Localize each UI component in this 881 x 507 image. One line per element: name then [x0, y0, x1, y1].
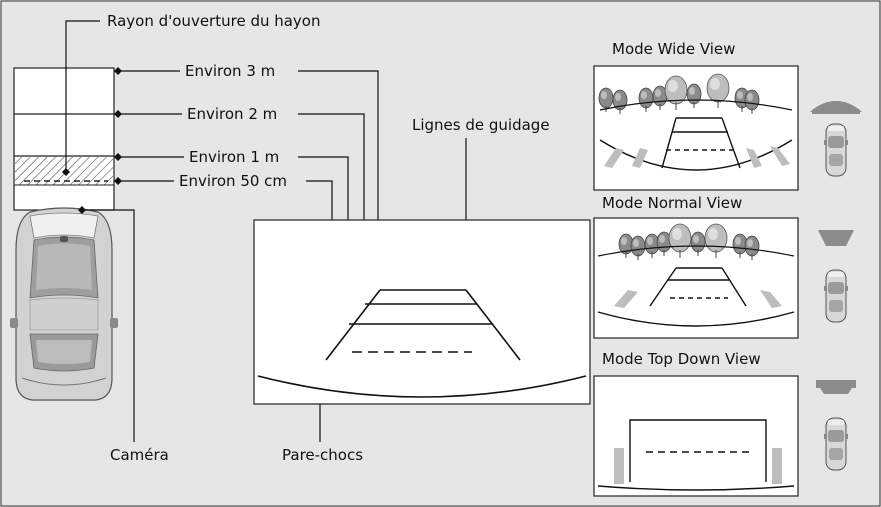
- main-camera-screen: [253, 219, 591, 405]
- normal-view-mode-label: Mode Normal View: [602, 194, 743, 212]
- top-down-view-screen: [593, 375, 799, 497]
- distance-50cm-label: Environ 50 cm: [176, 172, 291, 190]
- distance-3m-label: Environ 3 m: [182, 62, 279, 80]
- distance-1m-label: Environ 1 m: [186, 148, 283, 166]
- camera-label: Caméra: [110, 446, 169, 464]
- parking-zone-grid: [13, 67, 115, 211]
- distance-2m-label: Environ 2 m: [184, 105, 281, 123]
- bumper-curve: [257, 375, 587, 398]
- tailgate-radius-label: Rayon d'ouverture du hayon: [104, 12, 324, 30]
- bumper-label: Pare-chocs: [282, 446, 364, 464]
- normal-view-screen: [593, 217, 799, 339]
- top-down-view-car-icon: [816, 380, 856, 471]
- guide-lines-label: Lignes de guidage: [412, 116, 550, 134]
- wide-view-screen: [593, 65, 799, 191]
- guide-lines: [325, 289, 521, 361]
- wide-view-mode-label: Mode Wide View: [612, 40, 736, 58]
- top-down-view-mode-label: Mode Top Down View: [602, 350, 761, 368]
- car-top-view: [10, 207, 118, 401]
- wide-view-car-icon: [810, 101, 862, 177]
- normal-view-car-icon: [818, 230, 854, 323]
